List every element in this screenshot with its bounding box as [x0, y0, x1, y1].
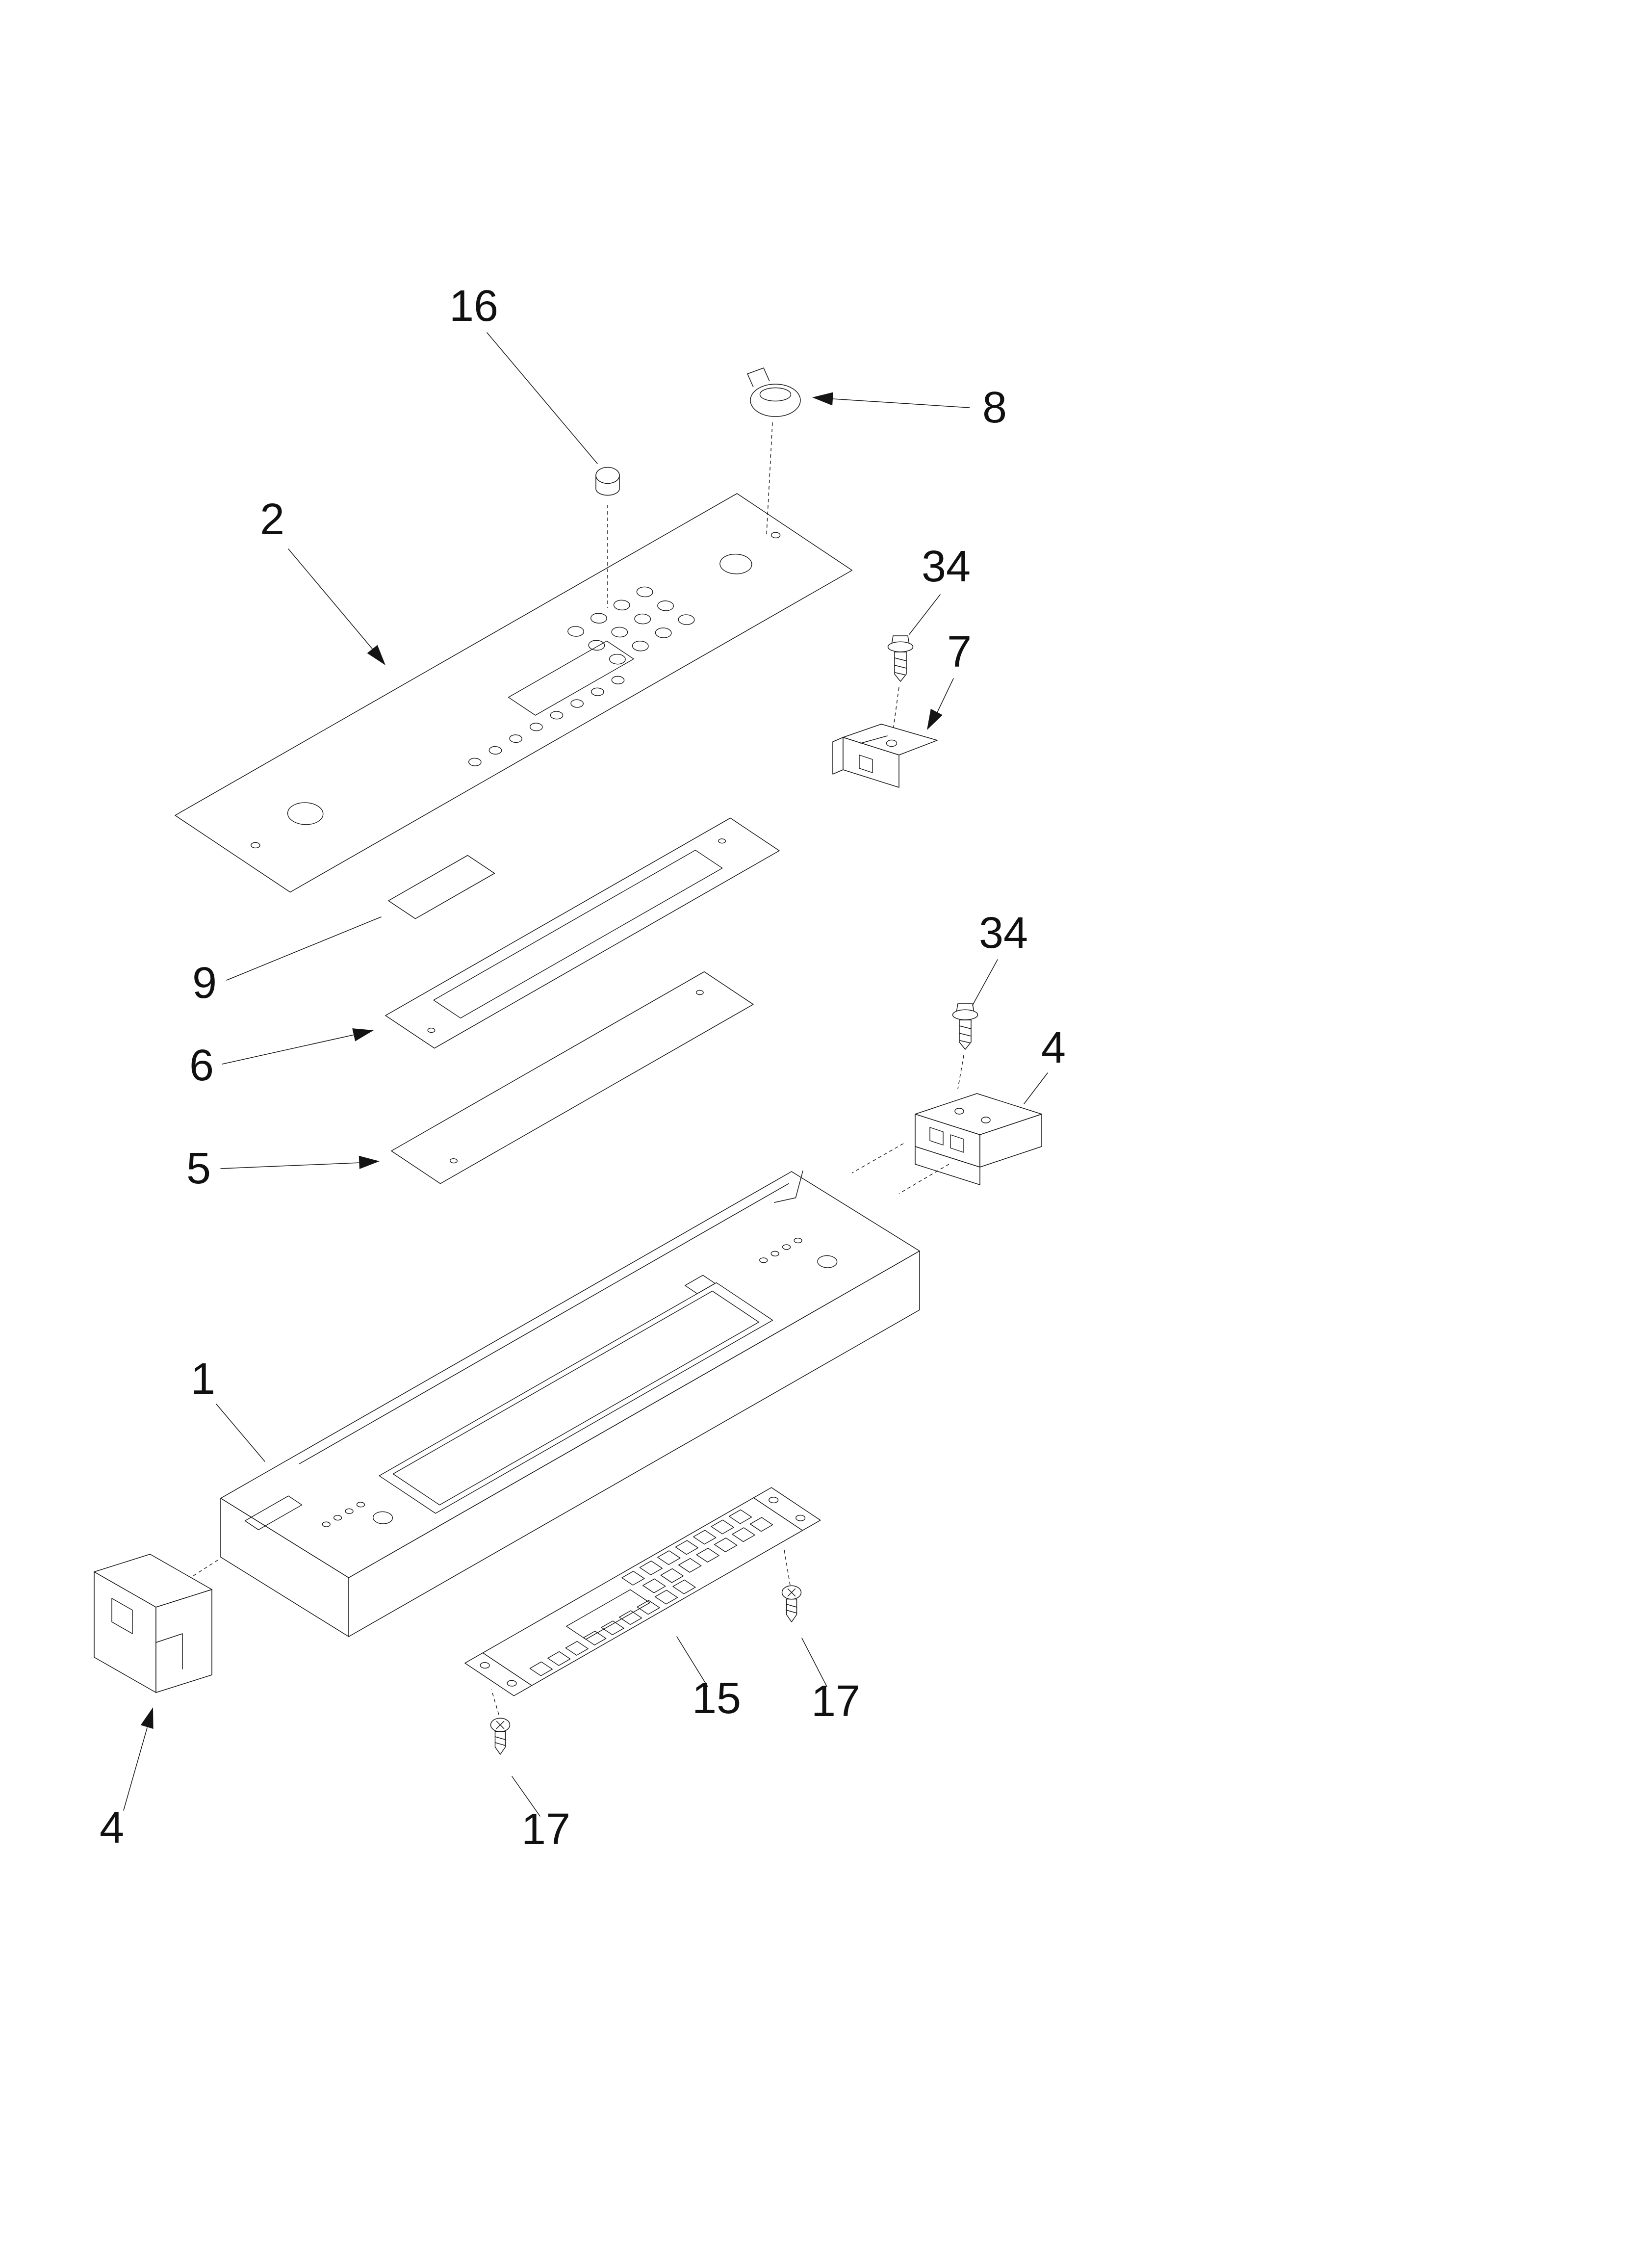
callout-5-label: 5 — [186, 1144, 211, 1193]
callout-4r-label: 4 — [1041, 1023, 1066, 1072]
part-15-keypad-board — [465, 1487, 821, 1695]
part-1-control-panel-housing — [221, 1171, 920, 1637]
assembly-line-17r — [784, 1550, 790, 1585]
assembly-line-4r-b — [899, 1164, 949, 1194]
screw-17-icon — [491, 1718, 510, 1754]
callout-8-label: 8 — [982, 383, 1007, 432]
callout-16-label: 16 — [449, 282, 498, 331]
callout-17r-label: 17 — [811, 1677, 860, 1726]
part-8-knob — [747, 368, 800, 417]
callout-34b-label: 34 — [979, 909, 1028, 958]
screw-34-icon — [888, 636, 913, 681]
callout-34a-label: 34 — [922, 542, 971, 591]
callout-15-label: 15 — [692, 1674, 741, 1723]
screw-17-icon — [782, 1586, 801, 1622]
part-2-faceplate-panel — [175, 494, 852, 892]
callout-7-label: 7 — [947, 627, 972, 677]
part-4-left-end-cap — [94, 1554, 212, 1693]
callout-2-label: 2 — [260, 495, 284, 544]
callout-17b-label: 17 — [521, 1805, 570, 1854]
part-9-overlay-label — [388, 856, 494, 919]
leader-lines — [124, 333, 1048, 1816]
callout-labels: 16 8 2 34 7 9 6 34 4 5 1 15 17 17 4 — [100, 282, 1066, 1854]
callout-1-label: 1 — [191, 1355, 215, 1404]
assembly-line-4r-a — [852, 1144, 903, 1173]
part-5-glass-insert — [391, 972, 753, 1184]
part-16-button — [596, 468, 619, 495]
assembly-line-34b — [958, 1055, 964, 1089]
callout-6-label: 6 — [189, 1041, 214, 1090]
assembly-line-34a — [893, 687, 899, 730]
callout-4l-label: 4 — [100, 1803, 124, 1852]
part-4-right-end-cap — [915, 1094, 1042, 1185]
callout-9-label: 9 — [192, 959, 217, 1008]
part-7-bracket — [833, 724, 937, 787]
part-6-window-trim — [385, 818, 779, 1048]
assembly-line-17b — [491, 1690, 499, 1715]
screw-34-icon — [953, 1004, 978, 1049]
